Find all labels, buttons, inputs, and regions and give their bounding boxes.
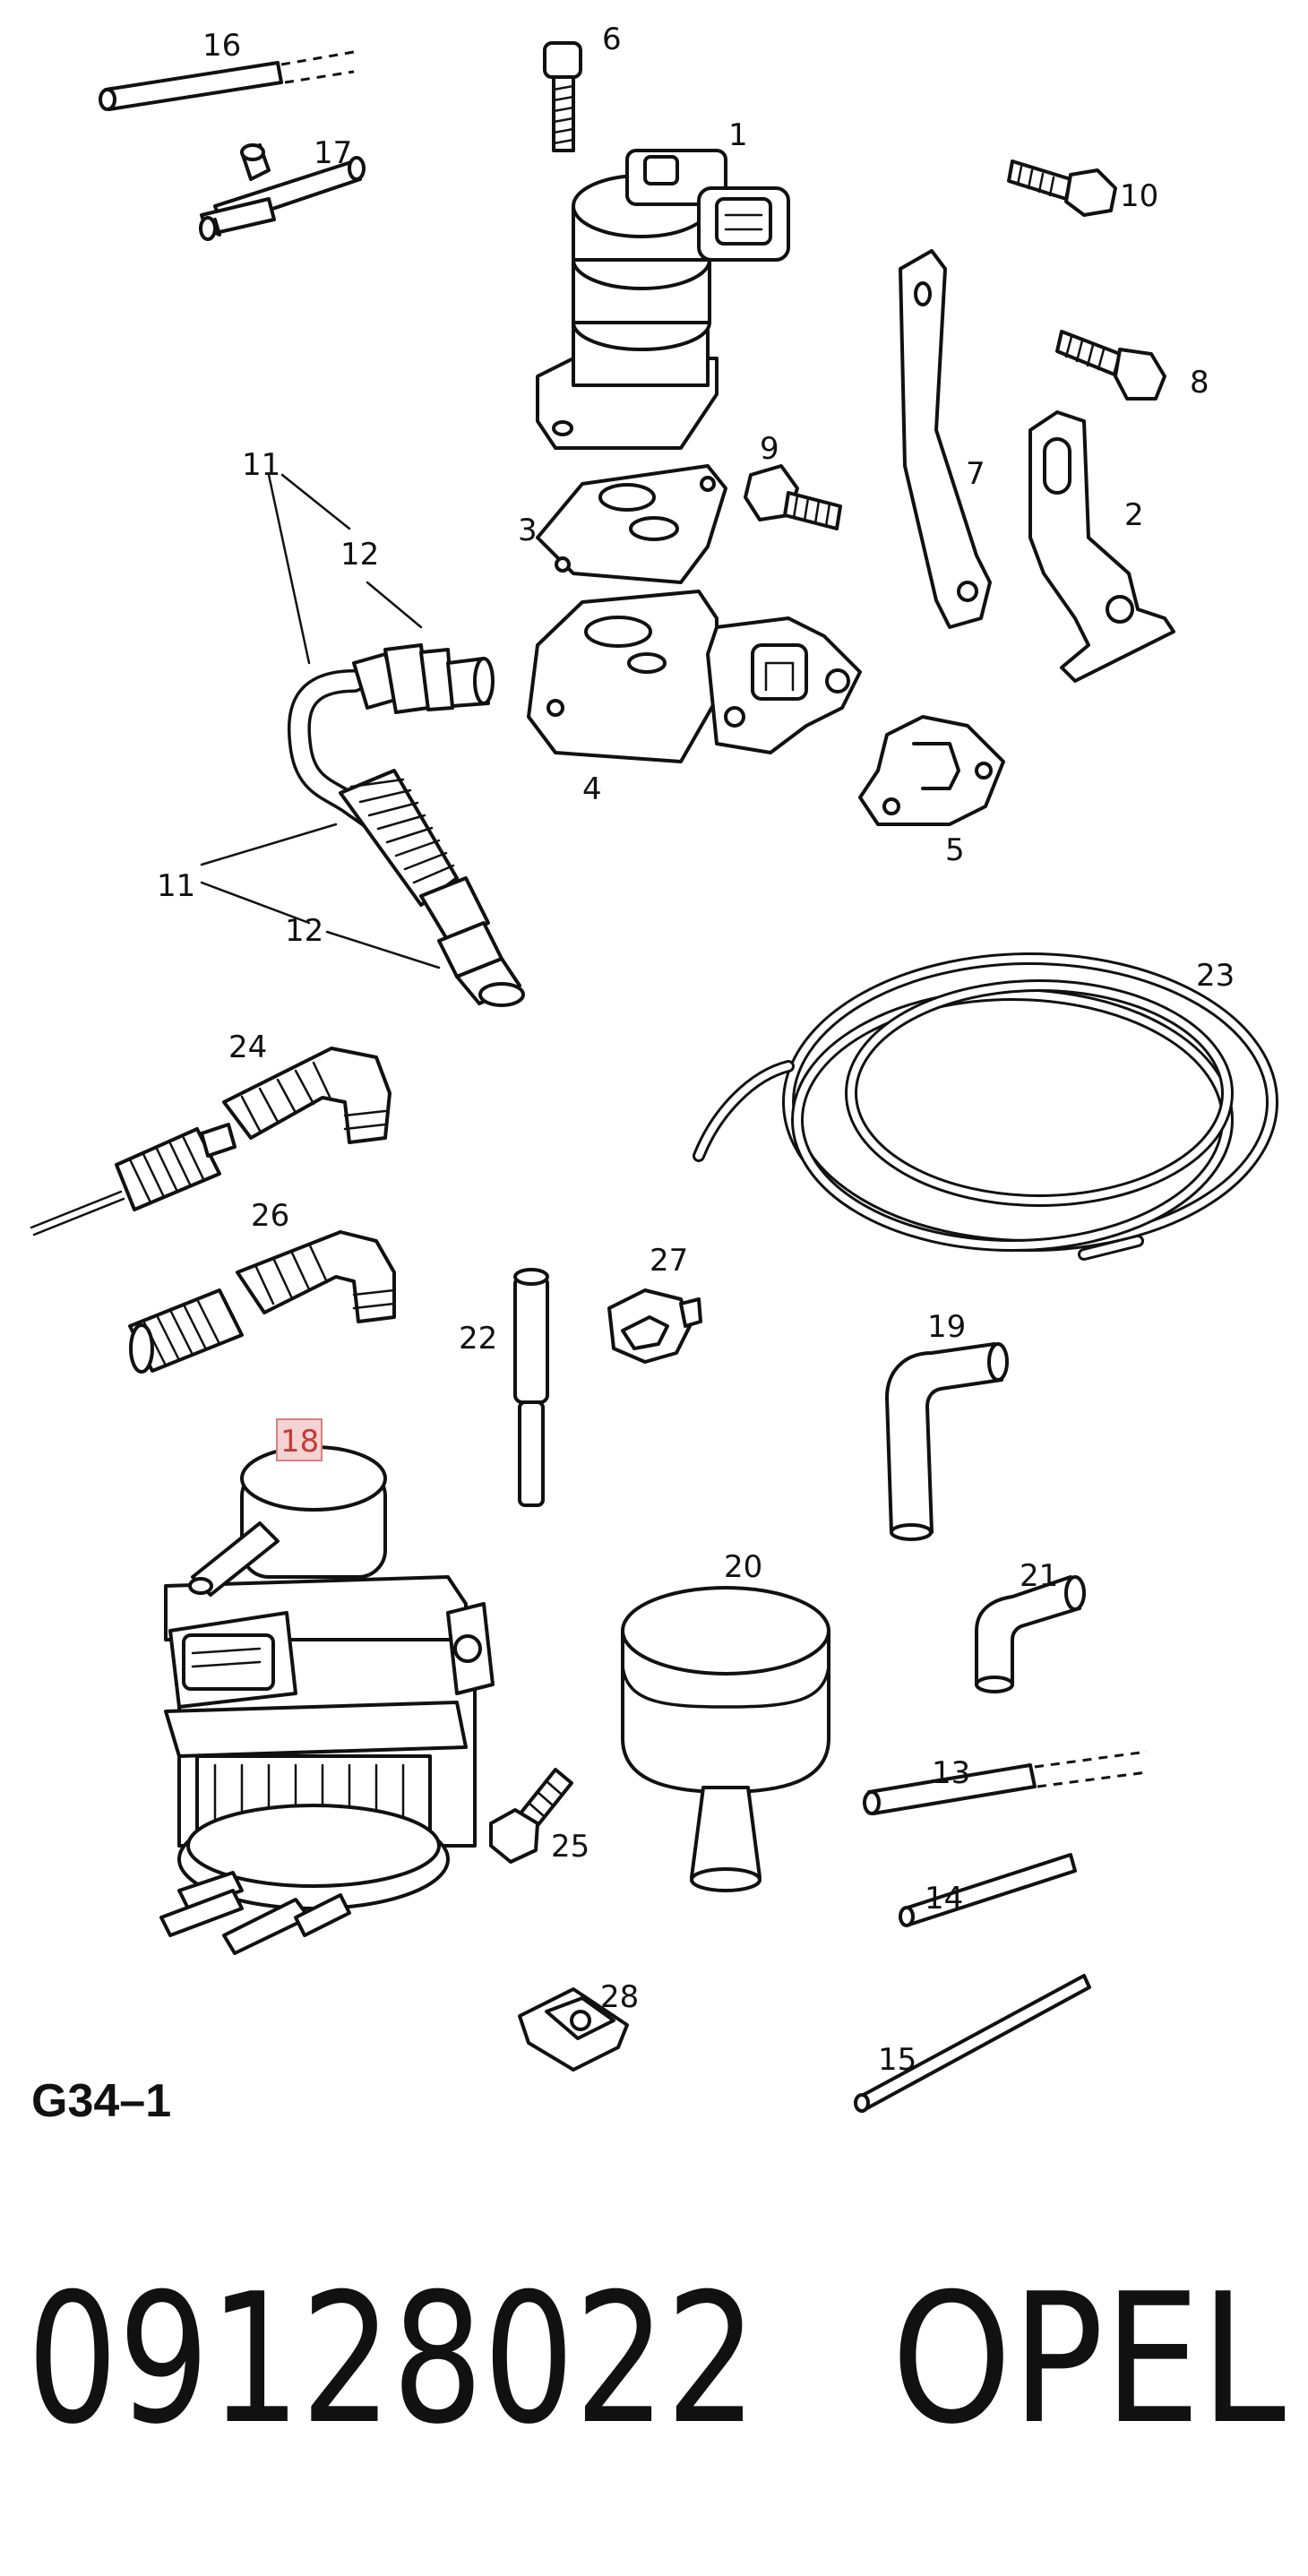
callout-17: 17 — [314, 135, 352, 171]
part-15-tube — [854, 1974, 1091, 2113]
callout-28: 28 — [600, 1979, 639, 2015]
callout-9: 9 — [760, 431, 779, 467]
callout-23: 23 — [1196, 958, 1235, 994]
part-17-t-connector — [199, 143, 366, 241]
part-6-bolt — [543, 41, 582, 152]
part-14-hose — [899, 1853, 1077, 1927]
callout-18-highlight — [276, 1418, 323, 1461]
callouts: 16 17 6 1 10 8 9 7 2 3 11 12 4 5 11 12 2… — [157, 22, 1235, 2078]
part-16-hose — [99, 50, 355, 111]
part-23-coiled-tube — [693, 952, 1278, 1261]
callout-27: 27 — [650, 1243, 688, 1279]
part-22-tube — [513, 1268, 549, 1507]
callout-3: 3 — [518, 513, 538, 548]
part-11-egr-pipe — [287, 643, 525, 1007]
callout-13: 13 — [932, 1755, 970, 1791]
part-10-bolt — [1007, 159, 1117, 217]
callout-16: 16 — [202, 28, 241, 64]
callout-6: 6 — [602, 22, 622, 57]
callout-21: 21 — [1020, 1558, 1058, 1594]
part-18-solenoid-valve — [159, 1445, 495, 1955]
part-13-hose — [863, 1750, 1148, 1815]
callout-26: 26 — [251, 1198, 289, 1234]
part-1-egr-valve — [536, 149, 790, 450]
callout-11-top: 11 — [242, 447, 280, 483]
part-7-bracket — [899, 249, 992, 629]
callout-2: 2 — [1124, 497, 1144, 533]
callout-8: 8 — [1190, 365, 1209, 401]
callout-10: 10 — [1120, 178, 1158, 214]
part-25-bolt — [489, 1768, 573, 1864]
callout-19: 19 — [927, 1309, 966, 1345]
callout-7: 7 — [966, 456, 985, 492]
part-28-clip-nut — [518, 1987, 629, 2072]
part-4-adapter-housing — [527, 590, 862, 763]
callout-12-top: 12 — [340, 537, 379, 573]
part-5-flange-gasket — [858, 715, 1005, 826]
part-9-bolt — [744, 464, 842, 530]
part-20-filter — [621, 1586, 830, 1892]
callout-12-bottom: 12 — [285, 913, 323, 949]
callout-4: 4 — [582, 771, 602, 807]
callout-1: 1 — [728, 117, 748, 153]
leader-lines — [200, 473, 441, 969]
part-2-bracket — [1028, 410, 1175, 683]
part-26-corrugated-hose — [128, 1230, 396, 1374]
callout-11-bottom: 11 — [157, 868, 195, 904]
drawing-code: G34–1 — [31, 2075, 171, 2127]
callout-20: 20 — [724, 1549, 762, 1585]
callout-22: 22 — [459, 1321, 497, 1357]
callout-14: 14 — [925, 1881, 963, 1917]
part-3-gasket — [536, 464, 727, 584]
brand-name: OPEL — [891, 2255, 1286, 2464]
part-number: 09128022 — [27, 2255, 757, 2464]
part-21-small-elbow — [975, 1575, 1086, 1693]
callout-5: 5 — [945, 832, 965, 868]
callout-25: 25 — [551, 1829, 589, 1865]
part-24-corrugated-hose — [30, 1047, 392, 1236]
callout-24: 24 — [228, 1030, 267, 1065]
part-27-clip — [607, 1288, 702, 1364]
part-19-elbow-hose — [885, 1342, 1009, 1541]
part-8-bolt — [1055, 330, 1166, 401]
callout-15: 15 — [878, 2042, 916, 2078]
callout-18: 18 — [280, 1424, 319, 1460]
